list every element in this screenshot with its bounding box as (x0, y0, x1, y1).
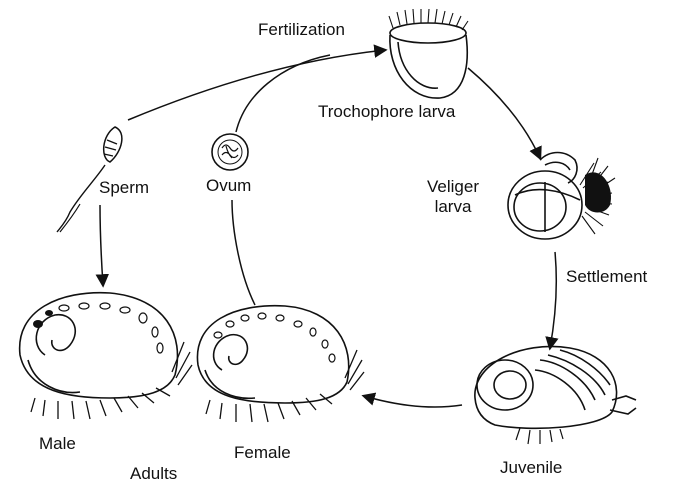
arrow-sperm-to-male (100, 205, 103, 285)
trochophore-larva-label: Trochophore larva (318, 102, 455, 122)
female-illustration (197, 306, 364, 422)
veliger-label-line2: larva (418, 197, 488, 217)
line-female-to-ovum (232, 200, 255, 305)
veliger-larva-label: Veliger larva (418, 177, 488, 216)
juvenile-illustration (475, 346, 636, 444)
veliger-larva-illustration (508, 153, 615, 240)
ovum-illustration (212, 134, 248, 170)
settlement-label: Settlement (566, 267, 647, 287)
arrow-juvenile-to-female (364, 396, 462, 407)
sperm-label: Sperm (99, 178, 149, 198)
juvenile-label: Juvenile (500, 458, 562, 478)
male-illustration (20, 293, 192, 419)
arrow-trochophore-to-veliger (468, 68, 540, 158)
veliger-label-line1: Veliger (418, 177, 488, 197)
line-ovum-to-fertilization (236, 55, 330, 132)
male-label: Male (39, 434, 76, 454)
female-label: Female (234, 443, 291, 463)
trochophore-larva-illustration (389, 9, 468, 98)
ovum-label: Ovum (206, 176, 251, 196)
arrow-veliger-to-juvenile (550, 252, 556, 348)
fertilization-label: Fertilization (258, 20, 345, 40)
adults-label: Adults (130, 464, 177, 484)
